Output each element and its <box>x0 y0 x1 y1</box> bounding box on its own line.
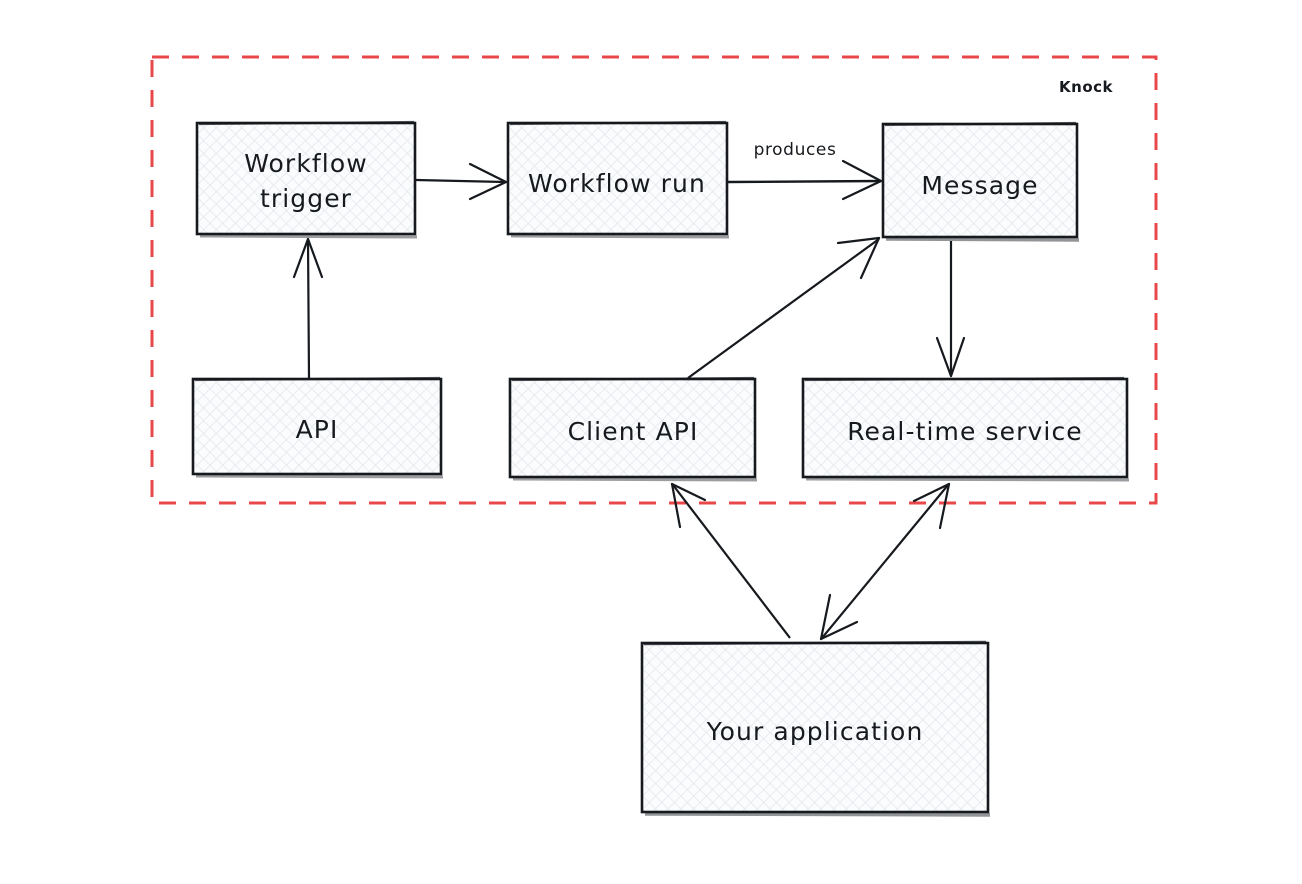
node-workflow-trigger[interactable]: Workflow trigger <box>195 120 418 239</box>
node-api-box <box>191 377 443 476</box>
knock-boundary-rect <box>150 55 1158 505</box>
node-workflow-run-label: Workflow run <box>528 169 706 198</box>
node-real-time-service[interactable]: Real-time service <box>801 376 1130 482</box>
node-message-box <box>881 122 1079 239</box>
knock-boundary: Knock <box>150 55 1158 505</box>
node-client-api[interactable]: Client API <box>508 376 758 482</box>
edge-label-produces: produces <box>754 140 837 160</box>
node-client-api-box <box>508 377 757 479</box>
node-real-time-service-label: Real-time service <box>847 417 1083 446</box>
node-your-application[interactable]: Your application <box>640 640 991 817</box>
node-api-label: API <box>296 415 339 444</box>
node-workflow-run-box <box>506 121 729 236</box>
node-message-label: Message <box>921 171 1038 200</box>
edge-client-api-to-message <box>687 236 881 379</box>
node-message[interactable]: Message <box>881 121 1080 242</box>
node-your-application-label: Your application <box>706 717 924 746</box>
edge-trigger-to-run <box>415 162 508 201</box>
edge-real-time-service-to-your-application <box>819 482 951 641</box>
node-api[interactable]: API <box>191 376 444 479</box>
edge-run-to-message: produces <box>727 140 883 201</box>
knock-boundary-label: Knock <box>1059 78 1113 96</box>
node-client-api-label: Client API <box>568 417 699 446</box>
edge-your-application-to-client-api <box>670 482 791 639</box>
node-workflow-run[interactable]: Workflow run <box>506 120 730 239</box>
edge-api-to-trigger <box>292 237 324 379</box>
node-workflow-trigger-label-line2: trigger <box>260 184 352 213</box>
edge-message-to-real-time-service <box>935 241 966 378</box>
node-real-time-service-box <box>801 377 1129 479</box>
node-workflow-trigger-box <box>195 121 417 236</box>
node-your-application-box <box>640 641 990 814</box>
node-workflow-trigger-label-line1: Workflow <box>244 149 368 178</box>
